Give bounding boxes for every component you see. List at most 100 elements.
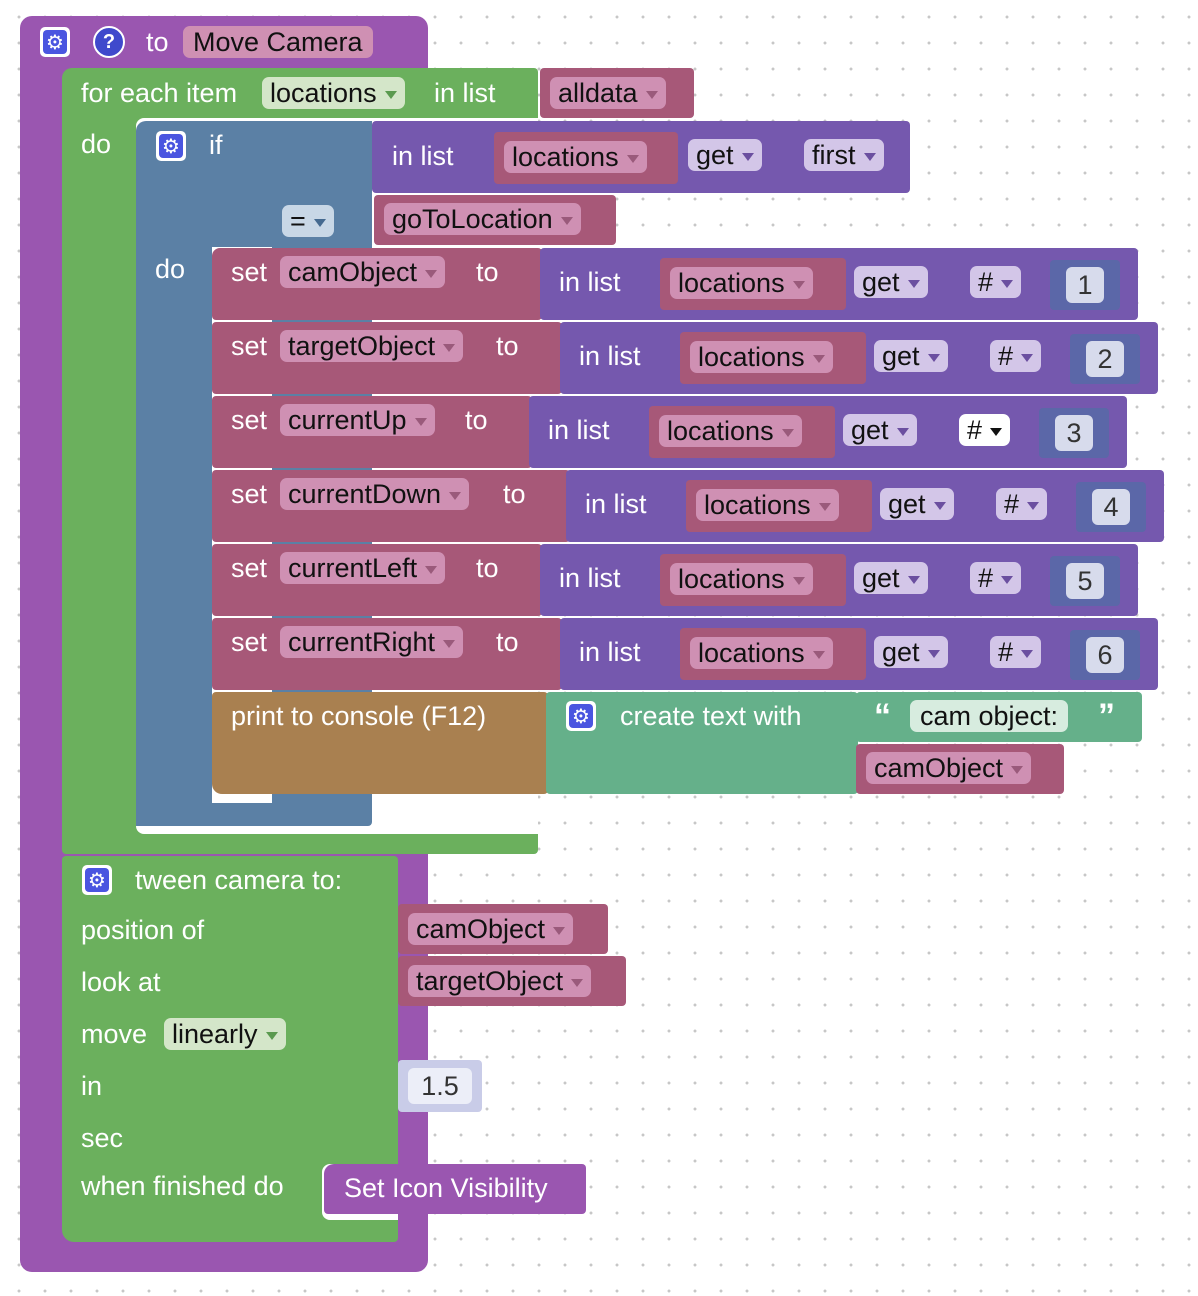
index-mode-dropdown-6[interactable]: # <box>990 636 1042 668</box>
hash-label-5: # <box>978 563 994 593</box>
set-to-label-5: to <box>476 553 499 583</box>
when-finished-label: when finished do <box>81 1171 284 1201</box>
if-settings-icon[interactable]: ⚙ <box>156 131 186 161</box>
for-each-var-dropdown[interactable]: locations <box>262 77 405 109</box>
if-bottom-arm <box>136 803 272 826</box>
chevron-down-icon <box>571 978 584 987</box>
print-label: print to console (F12) <box>231 701 487 731</box>
tween-settings-icon[interactable]: ⚙ <box>82 865 112 895</box>
hash-label-1: # <box>978 267 994 297</box>
chevron-down-icon <box>425 565 438 574</box>
set-var-dropdown-5[interactable]: currentLeft <box>280 552 446 584</box>
locations-dropdown-6[interactable]: locations <box>690 637 833 669</box>
get-dropdown-3[interactable]: get <box>843 414 917 446</box>
chevron-down-icon <box>1021 353 1034 362</box>
locations-dropdown-3[interactable]: locations <box>659 415 802 447</box>
set-var-dropdown-2[interactable]: targetObject <box>280 330 464 362</box>
index-field-6[interactable]: 6 <box>1086 637 1124 673</box>
goto-location-dropdown[interactable]: goToLocation <box>384 203 581 235</box>
duration-field[interactable]: 1.5 <box>408 1068 472 1104</box>
if-get-dropdown[interactable]: get <box>688 139 762 171</box>
index-mode-dropdown-5[interactable]: # <box>970 562 1022 594</box>
index-field-5[interactable]: 5 <box>1066 563 1104 599</box>
goto-location-label: goToLocation <box>392 204 553 234</box>
chevron-down-icon <box>927 649 940 658</box>
alldata-var-dropdown[interactable]: alldata <box>550 77 666 109</box>
locations-dropdown-4[interactable]: locations <box>696 489 839 521</box>
if-locations-dropdown[interactable]: locations <box>504 141 647 173</box>
set-label-5: set <box>231 553 268 583</box>
set-icon-visibility-call[interactable] <box>324 1164 586 1214</box>
index-mode-dropdown-3[interactable]: # <box>959 414 1011 446</box>
index-mode-dropdown-2[interactable]: # <box>990 340 1042 372</box>
index-mode-dropdown-1[interactable]: # <box>970 266 1022 298</box>
chevron-down-icon <box>1021 649 1034 658</box>
chevron-down-icon <box>792 280 805 289</box>
create-text-settings-icon[interactable]: ⚙ <box>566 701 596 731</box>
print-var-dropdown[interactable]: camObject <box>866 752 1032 784</box>
look-var-label: targetObject <box>416 966 564 996</box>
locations-dropdown-1[interactable]: locations <box>670 267 813 299</box>
get-dropdown-6[interactable]: get <box>874 636 948 668</box>
set-var-label-3: currentUp <box>288 405 407 435</box>
locations-dropdown-2[interactable]: locations <box>690 341 833 373</box>
if-get-label: get <box>696 140 734 170</box>
chevron-down-icon <box>1001 279 1014 288</box>
procedure-settings-icon[interactable]: ⚙ <box>40 27 70 57</box>
chevron-down-icon <box>645 90 658 99</box>
locations-label-5: locations <box>678 564 785 594</box>
create-text-block[interactable] <box>546 692 858 794</box>
if-first-dropdown[interactable]: first <box>804 139 884 171</box>
get-dropdown-2[interactable]: get <box>874 340 948 372</box>
set-label-2: set <box>231 331 268 361</box>
set-var-dropdown-3[interactable]: currentUp <box>280 404 435 436</box>
hash-label-2: # <box>998 341 1014 371</box>
index-mode-dropdown-4[interactable]: # <box>996 488 1048 520</box>
get-dropdown-5[interactable]: get <box>854 562 928 594</box>
chevron-down-icon <box>414 417 427 426</box>
get-label-3: get <box>851 415 889 445</box>
get-dropdown-1[interactable]: get <box>854 266 928 298</box>
string-field[interactable]: cam object: <box>910 700 1069 732</box>
set-var-dropdown-1[interactable]: camObject <box>280 256 446 288</box>
print-block[interactable] <box>212 692 548 794</box>
for-each-do-label: do <box>81 129 112 159</box>
if-locations-label: locations <box>512 142 619 172</box>
help-icon[interactable]: ? <box>93 26 125 58</box>
for-each-var-label: locations <box>270 78 377 108</box>
chevron-down-icon <box>907 575 920 584</box>
chevron-down-icon <box>449 491 462 500</box>
index-field-1[interactable]: 1 <box>1066 267 1104 303</box>
set-var-dropdown-6[interactable]: currentRight <box>280 626 464 658</box>
compare-operator-label: = <box>290 206 306 236</box>
chevron-down-icon <box>1001 575 1014 584</box>
compare-operator-dropdown[interactable]: = <box>282 205 334 237</box>
set-label-4: set <box>231 479 268 509</box>
in-list-label-1: in list <box>559 267 621 297</box>
get-dropdown-4[interactable]: get <box>880 488 954 520</box>
move-mode-dropdown[interactable]: linearly <box>164 1018 286 1050</box>
locations-label-4: locations <box>704 490 811 520</box>
set-var-dropdown-4[interactable]: currentDown <box>280 478 470 510</box>
close-quote-icon: ” <box>1098 697 1115 735</box>
chevron-down-icon <box>560 216 573 225</box>
position-var-dropdown[interactable]: camObject <box>408 913 574 945</box>
locations-dropdown-5[interactable]: locations <box>670 563 813 595</box>
chevron-down-icon <box>425 269 438 278</box>
set-to-label-2: to <box>496 331 519 361</box>
sec-label: sec <box>81 1123 124 1153</box>
index-field-3[interactable]: 3 <box>1055 415 1093 451</box>
get-label-2: get <box>882 341 920 371</box>
look-var-dropdown[interactable]: targetObject <box>408 965 592 997</box>
chevron-down-icon <box>741 152 754 161</box>
set-icon-visibility-label: Set Icon Visibility <box>344 1173 548 1203</box>
chevron-down-icon <box>792 576 805 585</box>
set-label-3: set <box>231 405 268 435</box>
procedure-name-field[interactable]: Move Camera <box>183 26 373 58</box>
set-to-label-6: to <box>496 627 519 657</box>
index-field-4[interactable]: 4 <box>1092 489 1130 525</box>
index-field-2[interactable]: 2 <box>1086 341 1124 377</box>
set-var-label-1: camObject <box>288 257 418 287</box>
chevron-down-icon <box>818 502 831 511</box>
position-var-label: camObject <box>416 914 546 944</box>
